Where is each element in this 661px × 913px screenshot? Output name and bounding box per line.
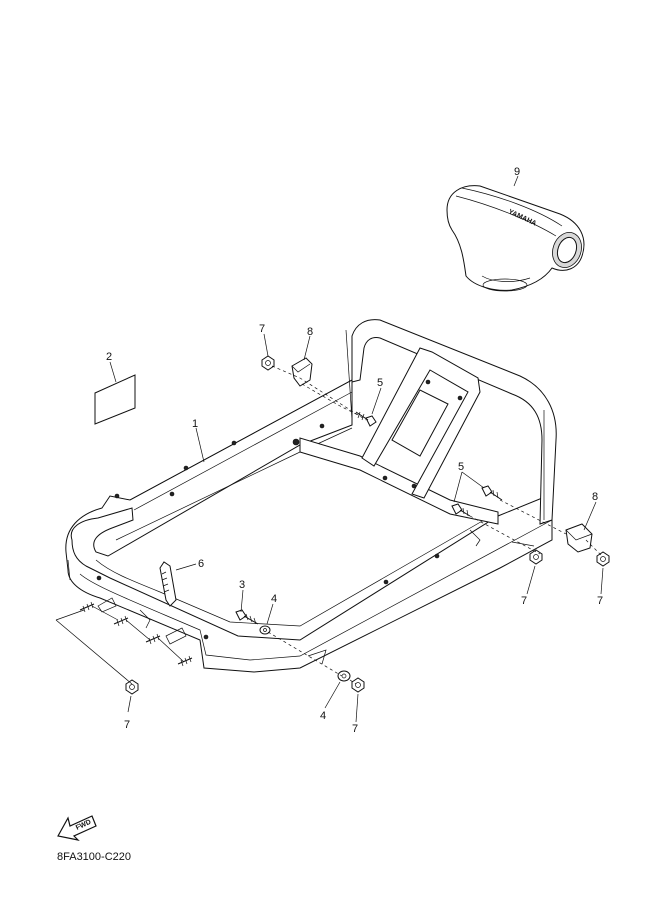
- nut-part: [529, 549, 543, 565]
- frame-part: [65, 319, 557, 673]
- callout-8: 8: [592, 491, 598, 503]
- callout-6: 6: [198, 558, 204, 570]
- washer-part: [337, 670, 351, 682]
- fwd-arrow-icon: FWD: [57, 815, 97, 841]
- callout-9: 9: [514, 166, 520, 178]
- callout-8: 8: [307, 326, 313, 338]
- nut-part: [351, 677, 365, 693]
- bracket-part: [291, 357, 313, 387]
- pad-part: [159, 561, 177, 607]
- callout-4: 4: [320, 710, 326, 722]
- callout-7: 7: [259, 323, 265, 335]
- diagram-code: 8FA3100-C220: [57, 851, 131, 863]
- bolt-part: [235, 609, 259, 625]
- callout-7: 7: [124, 719, 130, 731]
- callout-3: 3: [239, 579, 245, 591]
- stud-part: [79, 601, 95, 613]
- stud-part: [113, 615, 129, 627]
- bolt-part: [355, 411, 377, 427]
- bolt-part: [481, 485, 503, 501]
- nut-part: [261, 355, 275, 371]
- nut-part: [596, 551, 610, 567]
- callout-5: 5: [458, 461, 464, 473]
- bolt-part: [451, 503, 471, 517]
- callout-7: 7: [521, 595, 527, 607]
- bracket-part: [565, 523, 593, 553]
- callout-5: 5: [377, 377, 383, 389]
- callout-4: 4: [271, 593, 277, 605]
- callout-2: 2: [106, 351, 112, 363]
- stud-part: [177, 655, 193, 667]
- callout-1: 1: [192, 418, 198, 430]
- callout-7: 7: [597, 595, 603, 607]
- steering-cover-part: YAMAHA: [446, 185, 585, 292]
- washer-part: [259, 625, 271, 635]
- callout-7: 7: [352, 723, 358, 735]
- stud-part: [145, 633, 161, 645]
- nut-part: [125, 679, 139, 695]
- label-part: [94, 374, 136, 425]
